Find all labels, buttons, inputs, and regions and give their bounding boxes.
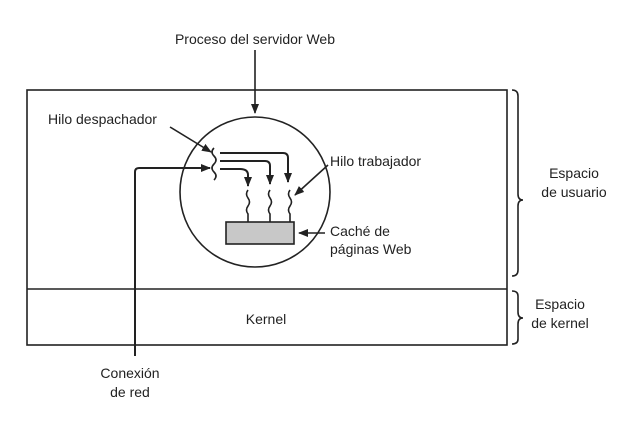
dispatcher-label: Hilo despachador: [48, 111, 157, 127]
user-space-label-line1: Espacio: [549, 165, 599, 181]
kernel-label: Kernel: [246, 311, 286, 327]
dispatch-arrow-3: [220, 152, 292, 183]
server-process-label: Proceso del servidor Web: [175, 31, 335, 47]
dispatcher-label-arrow: [169, 126, 212, 153]
user-space-brace: [511, 89, 524, 277]
kernel-space-label-line1: Espacio: [535, 296, 585, 312]
network-label-line2: de red: [110, 384, 150, 400]
worker-thread-icon: [245, 189, 251, 222]
worker-thread-icon: [287, 189, 293, 222]
kernel-space-label-line2: de kernel: [531, 315, 589, 331]
network-label-line1: Conexión: [100, 365, 159, 381]
kernel-space-brace: [511, 290, 524, 345]
server-process-circle: [179, 116, 331, 268]
cache-label-line2: páginas Web: [330, 241, 412, 257]
worker-label-arrow: [294, 164, 329, 196]
dispatch-arrow-1: [220, 168, 252, 187]
worker-thread-icon: [267, 189, 273, 222]
dispatcher-thread-icon: [211, 147, 217, 181]
dispatch-arrow-2: [220, 160, 274, 185]
network-connection-arrow: [134, 164, 211, 356]
user-space-label-line2: de usuario: [541, 184, 607, 200]
system-box: [26, 89, 508, 346]
cache-label-line1: Caché de: [330, 223, 390, 239]
web-page-cache: [225, 221, 295, 245]
worker-label: Hilo trabajador: [330, 153, 421, 169]
